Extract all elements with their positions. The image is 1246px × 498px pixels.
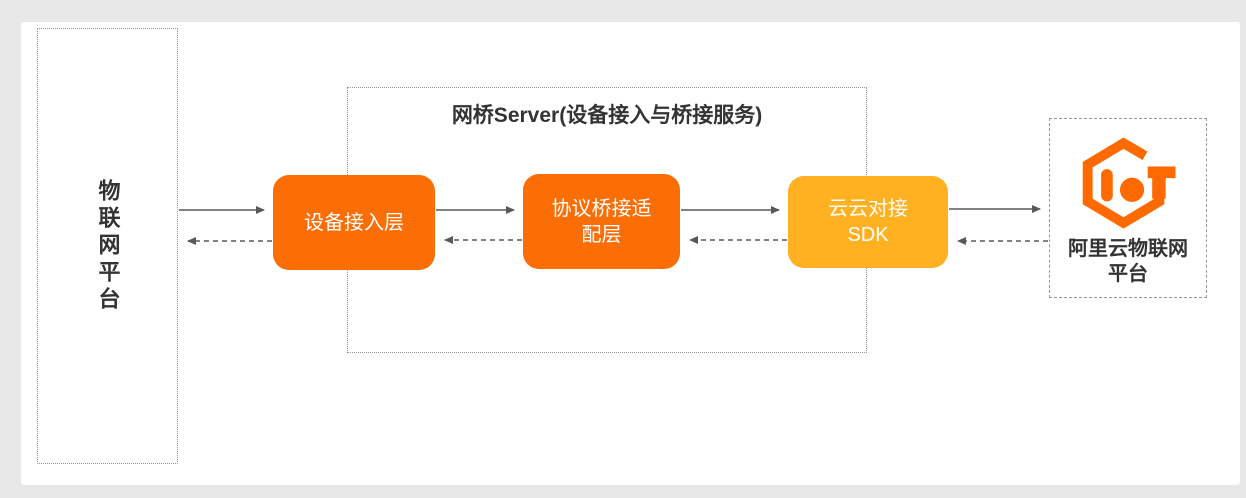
aliyun-iot-platform-node: 阿里云物联网 平台 <box>1049 118 1207 298</box>
protocol-bridge-adapter-label-line1: 协议桥接适 <box>551 197 652 220</box>
cloud-cloud-sdk-label-line1: 云云对接 <box>828 198 908 220</box>
iot-platform-label: 物联网平台 <box>95 178 121 314</box>
aliyun-iot-platform-label: 阿里云物联网 平台 <box>1068 237 1188 287</box>
cloud-cloud-sdk-label-line2: SDK <box>847 224 889 246</box>
protocol-bridge-adapter-label-line2: 配层 <box>581 223 622 246</box>
device-access-layer-node: 设备接入层 <box>273 175 435 270</box>
iot-platform-node: 物联网平台 <box>37 28 178 464</box>
cloud-cloud-sdk-node: 云云对接 SDK <box>788 176 948 268</box>
aliyun-iot-platform-label-line2: 平台 <box>1108 263 1148 285</box>
device-access-layer-label: 设备接入层 <box>304 211 404 234</box>
aliyun-iot-logo-icon <box>1082 137 1176 229</box>
bridge-server-title: 网桥Server(设备接入与桥接服务) <box>451 104 763 127</box>
aliyun-iot-platform-label-line1: 阿里云物联网 <box>1068 238 1188 260</box>
protocol-bridge-adapter-node: 协议桥接适 配层 <box>523 174 680 269</box>
